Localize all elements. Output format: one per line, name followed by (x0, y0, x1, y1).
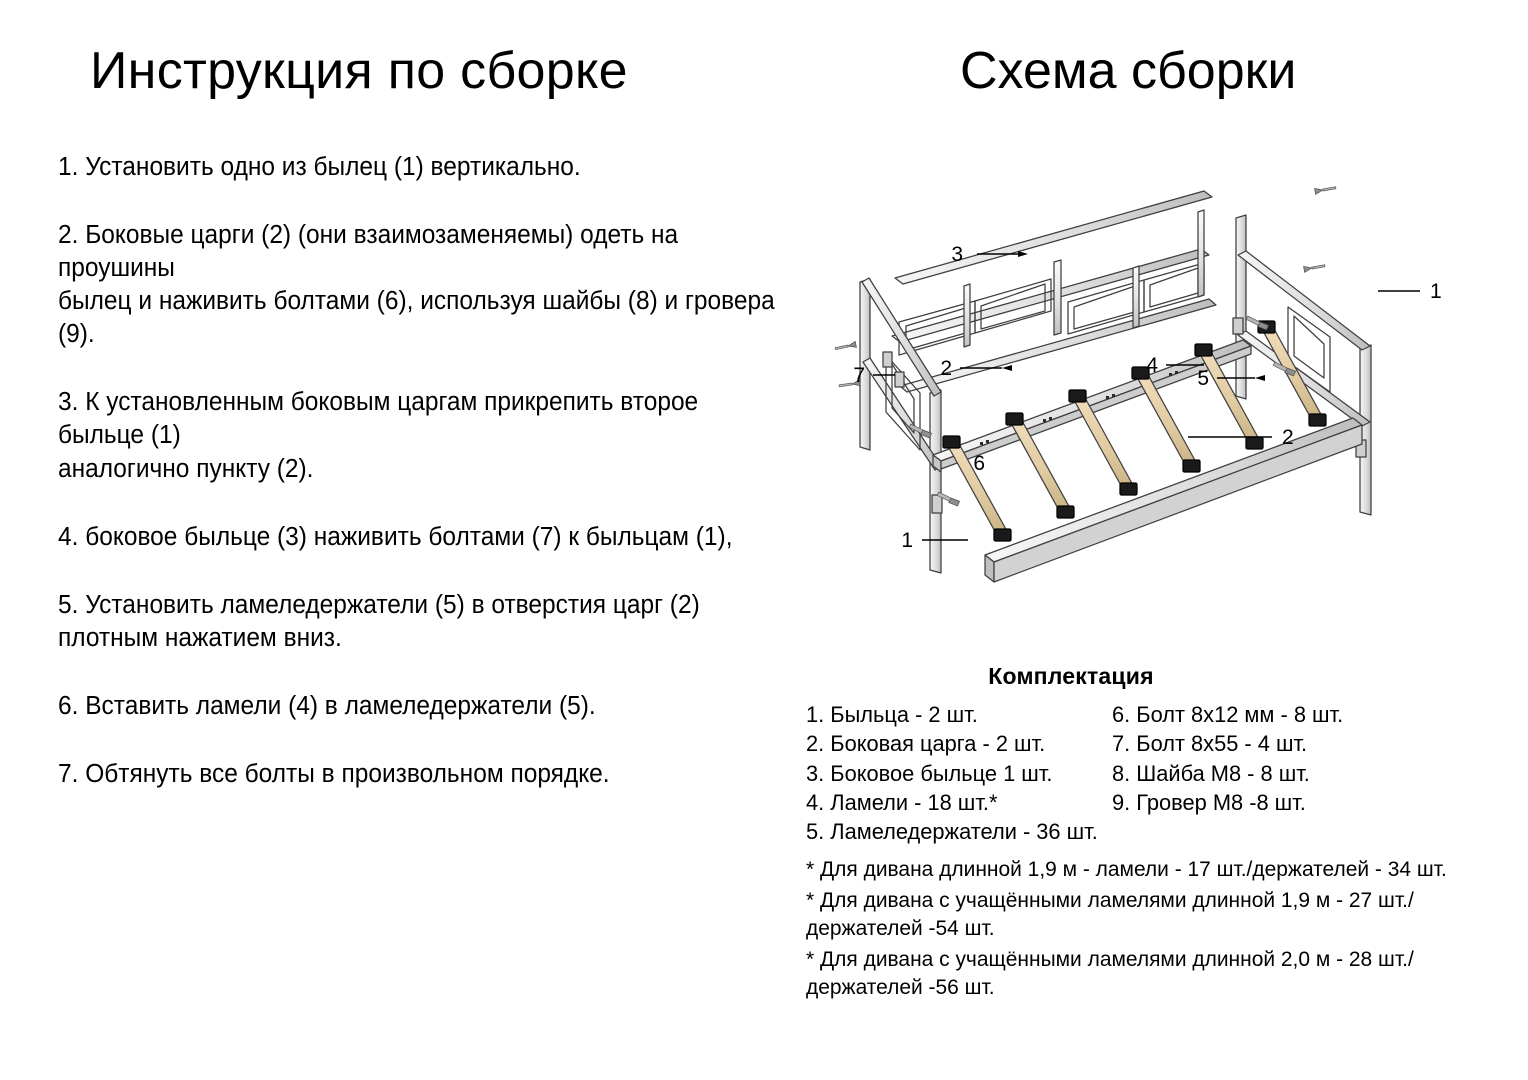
parts-list-columns: 1. Быльца - 2 шт. 2. Боковая царга - 2 ш… (806, 700, 1386, 846)
bolt-icon (1303, 262, 1326, 273)
callout-leaders (873, 253, 1420, 541)
callout-arrows (1002, 251, 1265, 381)
armrest-right-part-1 (1232, 214, 1372, 516)
slat-item (1068, 389, 1138, 496)
back-rail-part-3 (891, 190, 1217, 393)
callout-number: 7 (853, 364, 865, 387)
instruction-step: 3. К установленным боковым царгам прикре… (58, 388, 699, 483)
diagram-section-header: Схема сборки (830, 44, 1490, 109)
instruction-step: 7. Обтянуть все болты в произвольном пор… (58, 760, 610, 789)
part-item: 5. Ламеледержатели - 36 шт. (806, 819, 1098, 844)
footnote: * Для дивана длинной 1,9 м - ламели - 17… (806, 857, 1447, 881)
part-item: 9. Гровер М8 -8 шт. (1112, 789, 1306, 815)
callout-number: 1 (901, 529, 913, 552)
instructions-section: Инструкция по сборке 1. Установить одно … (58, 44, 818, 791)
parts-list-column-right: 6. Болт 8х12 мм - 8 шт. 7. Болт 8х55 - 4… (1096, 700, 1386, 846)
page-title: Инструкция по сборке (90, 42, 628, 100)
assembly-diagram-svg: 3 1 1 2 2 4 5 6 7 (834, 184, 1442, 583)
side-rail-front-part-2 (984, 417, 1363, 583)
part-item: 1. Быльца - 2 шт. (806, 702, 978, 727)
instruction-step: 4. боковое быльце (3) наживить болтами (… (58, 522, 733, 551)
parts-list-title: Комплектация (988, 663, 1154, 689)
part-item: 8. Шайба М8 - 8 шт. (1112, 760, 1310, 786)
footnote: * Для дивана с учащёнными ламелями длинн… (806, 946, 1414, 1000)
slat-item (1005, 412, 1075, 519)
callout-number: 1 (1430, 280, 1442, 303)
slat-item (942, 435, 1012, 542)
slat-item (1131, 366, 1201, 473)
footnote: * Для дивана с учащёнными ламелями длинн… (806, 887, 1414, 941)
assembly-diagram: 3 1 1 2 2 4 5 6 7 (800, 150, 1480, 610)
callout-numbers: 3 1 1 2 2 4 5 6 7 (853, 243, 1441, 552)
part-item: 7. Болт 8х55 - 4 шт. (1112, 731, 1308, 757)
instruction-step: 1. Установить одно из былец (1) вертикал… (58, 152, 581, 181)
bolt-icon (834, 341, 857, 352)
callout-number: 3 (951, 243, 963, 266)
bolt-icon (1314, 184, 1337, 195)
part-item: 2. Боковая царга - 2 шт. (806, 731, 1046, 757)
callout-number: 2 (1282, 426, 1294, 449)
parts-list-section: Комплектация 1. Быльца - 2 шт. 2. Бокова… (806, 663, 1386, 846)
footnotes-section: * Для дивана длинной 1,9 м - ламели - 17… (806, 855, 1506, 1004)
callout-number: 6 (973, 452, 985, 475)
instruction-steps-list: 1. Установить одно из былец (1) вертикал… (58, 151, 818, 792)
part-item: 6. Болт 8х12 мм - 8 шт. (1112, 702, 1344, 727)
part-item: 4. Ламели - 18 шт.* (806, 789, 998, 815)
callout-number: 5 (1197, 367, 1209, 390)
callout-number: 4 (1146, 354, 1158, 377)
instruction-step: 6. Вставить ламели (4) в ламеледержатели… (58, 692, 596, 721)
instruction-step: 5. Установить ламеледержатели (5) в отве… (58, 590, 700, 652)
diagram-title: Схема сборки (960, 42, 1297, 100)
callout-number: 2 (940, 357, 952, 380)
slats-group (942, 320, 1327, 542)
armrest-left-part-1 (859, 277, 943, 574)
slat-item (1194, 343, 1264, 450)
instruction-step: 2. Боковые царги (2) (они взаимозаменяем… (58, 220, 775, 349)
part-item: 3. Боковое быльце 1 шт. (806, 760, 1053, 786)
parts-list-column-left: 1. Быльца - 2 шт. 2. Боковая царга - 2 ш… (806, 700, 1098, 846)
